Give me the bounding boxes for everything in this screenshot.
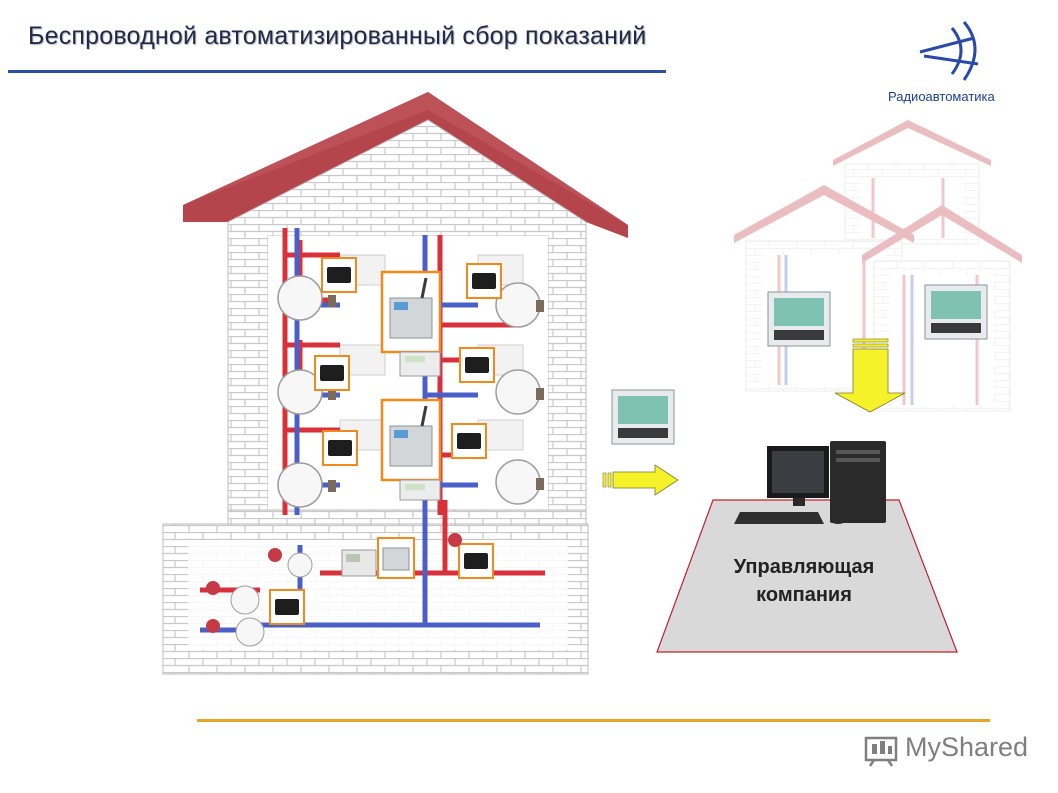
radio-antenna-logo-icon bbox=[919, 21, 979, 81]
electric-meter bbox=[399, 479, 441, 501]
computer-icon bbox=[734, 441, 886, 524]
footer-rule bbox=[197, 719, 990, 722]
basement-meters bbox=[230, 552, 313, 647]
company-label-line1: Управляющая bbox=[733, 556, 875, 578]
heat-meters bbox=[277, 275, 541, 508]
radio-modules bbox=[269, 257, 502, 625]
basement-valves bbox=[206, 533, 462, 633]
radio-module bbox=[314, 355, 350, 391]
radio-module bbox=[458, 543, 494, 579]
radio-module bbox=[269, 589, 305, 625]
radio-module bbox=[459, 347, 495, 383]
watermark-text: MyShared bbox=[905, 732, 1029, 762]
router-device bbox=[380, 398, 442, 482]
management-company-label: Управляющая компания bbox=[714, 553, 894, 609]
control-panel bbox=[924, 284, 988, 340]
basement-controller bbox=[341, 549, 377, 577]
page-title: Беспроводной автоматизированный сбор пок… bbox=[28, 22, 647, 50]
router-device bbox=[380, 270, 442, 354]
electric-meter bbox=[399, 351, 441, 377]
radio-module bbox=[322, 430, 358, 466]
company-label-line2: компания bbox=[756, 584, 852, 606]
control-panel bbox=[611, 389, 675, 445]
control-panel bbox=[767, 291, 831, 347]
radio-module bbox=[451, 423, 487, 459]
yellow-arrow-right-icon bbox=[602, 464, 679, 496]
radio-module bbox=[466, 263, 502, 299]
faded-house bbox=[833, 120, 991, 245]
title-underline bbox=[8, 70, 666, 73]
radio-module bbox=[321, 257, 357, 293]
myshared-logo-icon bbox=[864, 736, 898, 767]
logo-caption: Радиоавтоматика bbox=[888, 89, 995, 104]
house bbox=[162, 92, 628, 675]
yellow-arrow-down-icon bbox=[834, 338, 906, 413]
basement-router bbox=[377, 537, 415, 579]
